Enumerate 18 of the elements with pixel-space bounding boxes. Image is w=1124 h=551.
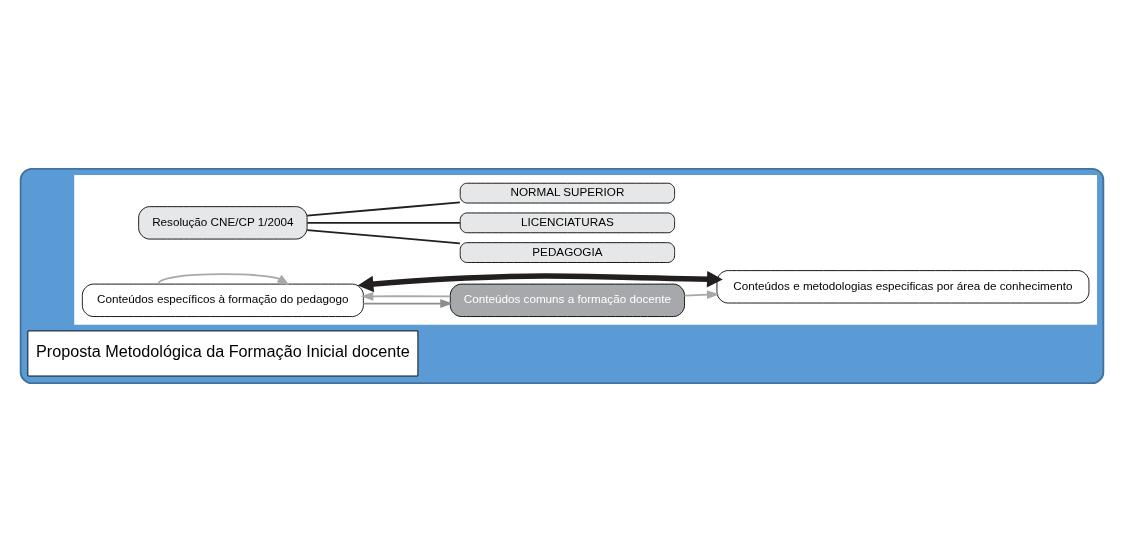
connector [306,228,461,244]
arrow [360,291,452,301]
node-box: LICENCIATURAS [459,212,676,233]
node-box: Conteúdos específicos à formação do pedagogo [81,283,364,317]
connector [306,221,461,224]
node-box: Proposta Metodológica da Formação Inicial docente [27,330,419,376]
node-box: Conteúdos e metodologias especificas por área de conhecimento [716,269,1090,303]
connector [306,200,461,216]
arrow [357,270,723,292]
node-box: Conteúdos comuns a formação docente [449,283,685,317]
node-box: Resolução CNE/CP 1/2004 [138,205,308,239]
arrow [157,272,290,285]
node-box: PEDAGOGIA [459,241,676,263]
cluster [74,174,1098,325]
arrow [683,289,720,299]
node-box: NORMAL SUPERIOR [459,182,676,203]
arrow [362,298,453,308]
cluster [19,167,1105,384]
